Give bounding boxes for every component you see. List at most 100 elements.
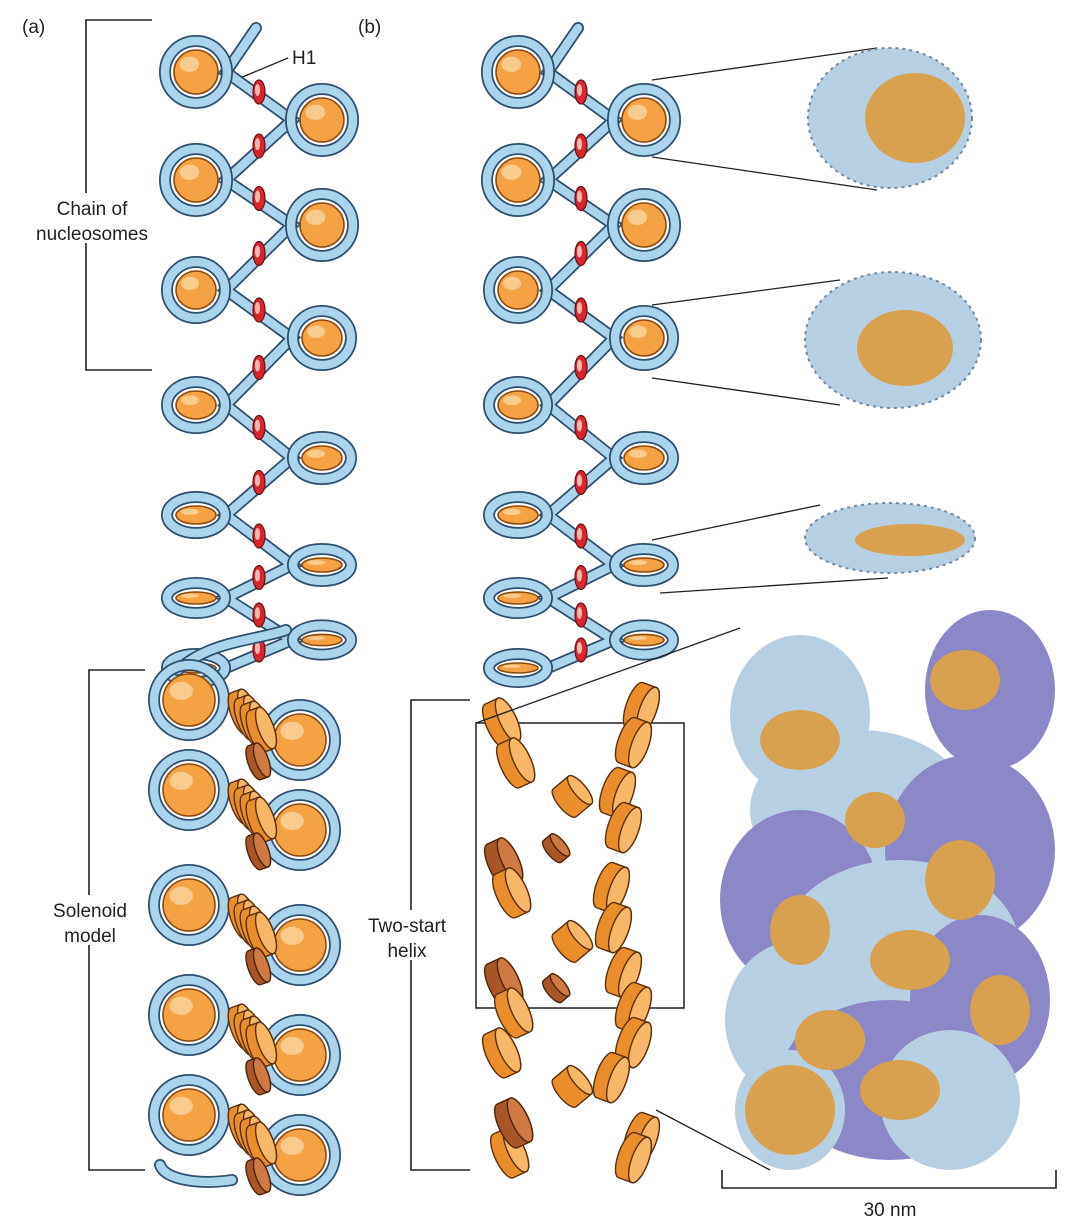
chain-b-h1-marker [574,523,588,549]
chain-b-h1-marker [574,240,588,267]
two-start-linker [551,1064,594,1108]
structure-fiber-core [930,650,1000,710]
panel-a-chain [159,22,359,688]
two-start-nucleosome [481,1027,522,1079]
chain-b-h1-marker [574,564,588,591]
solenoid-label-line2: model [64,926,116,947]
solenoid-nucleosome [148,974,230,1056]
chain-label-line1: Chain of [57,199,128,220]
chain-a-nucleosome [285,188,359,262]
chain-b-h1-marker [574,637,588,663]
chain-a-h1-marker [252,240,266,267]
chain-b-nucleosome [609,431,679,485]
chain-a-nucleosome [287,543,357,587]
panel-a-label: (a) [22,17,45,38]
two-start-nucleosome [495,737,536,789]
chain-b-h1-marker [574,602,588,628]
chain-a-h1-marker [252,185,266,212]
solenoid-disc-back [245,947,272,986]
solenoid-model [148,624,341,1196]
chain-a-nucleosome [161,577,231,619]
structure-fiber-core [770,895,830,965]
chain-a-nucleosome [287,619,357,661]
solenoid-disc [245,1021,278,1068]
chain-a-h1-marker [252,79,266,105]
chain-b-nucleosome [609,619,679,661]
two-start-nucleosome [491,867,532,919]
panel-b-chain [481,22,681,688]
two-start-linker-back [541,973,571,1004]
chain-a-h1-marker [252,469,266,496]
chain-a-nucleosome [159,143,233,217]
structure-nucleosome-top-core [865,73,965,163]
chain-a-nucleosome [287,431,357,485]
solenoid-disc-back [245,1157,272,1196]
chain-b-nucleosome [609,543,679,587]
chain-a-nucleosome [285,83,359,157]
solenoid-nucleosome [148,1074,230,1156]
solenoid-disc-back [245,1057,272,1096]
structure-fiber-core [845,792,905,848]
two-start-nucleosome [614,1131,653,1184]
solenoid-disc [245,1121,278,1168]
chain-b-nucleosome [607,188,681,262]
structure-nucleosome-middle-core [857,310,953,386]
two-start-linker-back [541,833,571,864]
structure-fiber-core [925,840,995,920]
solenoid-disc [245,911,278,958]
chain-b-nucleosome [481,143,555,217]
chain-a-h1-marker [252,354,266,381]
two-start-box [475,722,685,1009]
structure-fiber-core [760,710,840,770]
two-start-helix [475,681,685,1184]
solenoid-nucleosome [148,749,230,831]
solenoid-disc [245,796,278,843]
scale-label: 30 nm [864,1200,917,1221]
chain-label-line2: nucleosomes [36,224,148,245]
solenoid-disc [245,706,278,753]
solenoid-disc-back [245,832,272,871]
chain-b-nucleosome [609,305,679,371]
chain-b-nucleosome [483,577,553,619]
chain-b-h1-marker [574,79,588,105]
structure-fiber-core [745,1065,835,1155]
twostart-label-line1: Two-start [368,916,447,937]
chain-a-nucleosome [161,376,231,434]
chain-b-nucleosome [483,256,553,324]
two-start-linker [551,774,594,818]
two-start-nucleosome [614,1016,653,1069]
two-start-linker [551,919,594,963]
structure-nucleosome-side-core [855,524,965,556]
scale-bar [721,1170,1057,1189]
solenoid-nucleosome [148,659,230,741]
chain-a-nucleosome [161,491,231,539]
structure-fiber-core [795,1010,865,1070]
chain-b-nucleosome [483,491,553,539]
h1-pointer [239,57,289,79]
chain-b-nucleosome [607,83,681,157]
structure-fiber-core [860,1060,940,1120]
chain-a-h1-marker [252,564,266,591]
chain-b-h1-marker [574,185,588,212]
solenoid-exit-dna [154,1159,238,1188]
chain-b-h1-marker [574,469,588,496]
two-start-nucleosome [594,901,633,954]
solenoid-nucleosome [148,864,230,946]
chain-a-nucleosome [287,305,357,371]
two-start-nucleosome [614,716,653,769]
two-start-nucleosome [592,1051,631,1104]
chain-a-h1-marker [252,523,266,549]
chain-b-nucleosome [481,35,555,109]
chain-b-h1-marker [574,414,588,441]
chain-a-h1-marker [252,297,266,323]
h1-label: H1 [292,48,316,69]
twostart-label-line2: helix [387,941,427,962]
structure-fiber-core [870,930,950,990]
chain-b-h1-marker [574,297,588,323]
two-start-nucleosome [604,801,643,854]
chain-b-h1-marker [574,133,588,159]
solenoid-label-line1: Solenoid [53,901,127,922]
two-start-nucleosome [493,1097,534,1149]
chain-b-h1-marker [574,354,588,381]
